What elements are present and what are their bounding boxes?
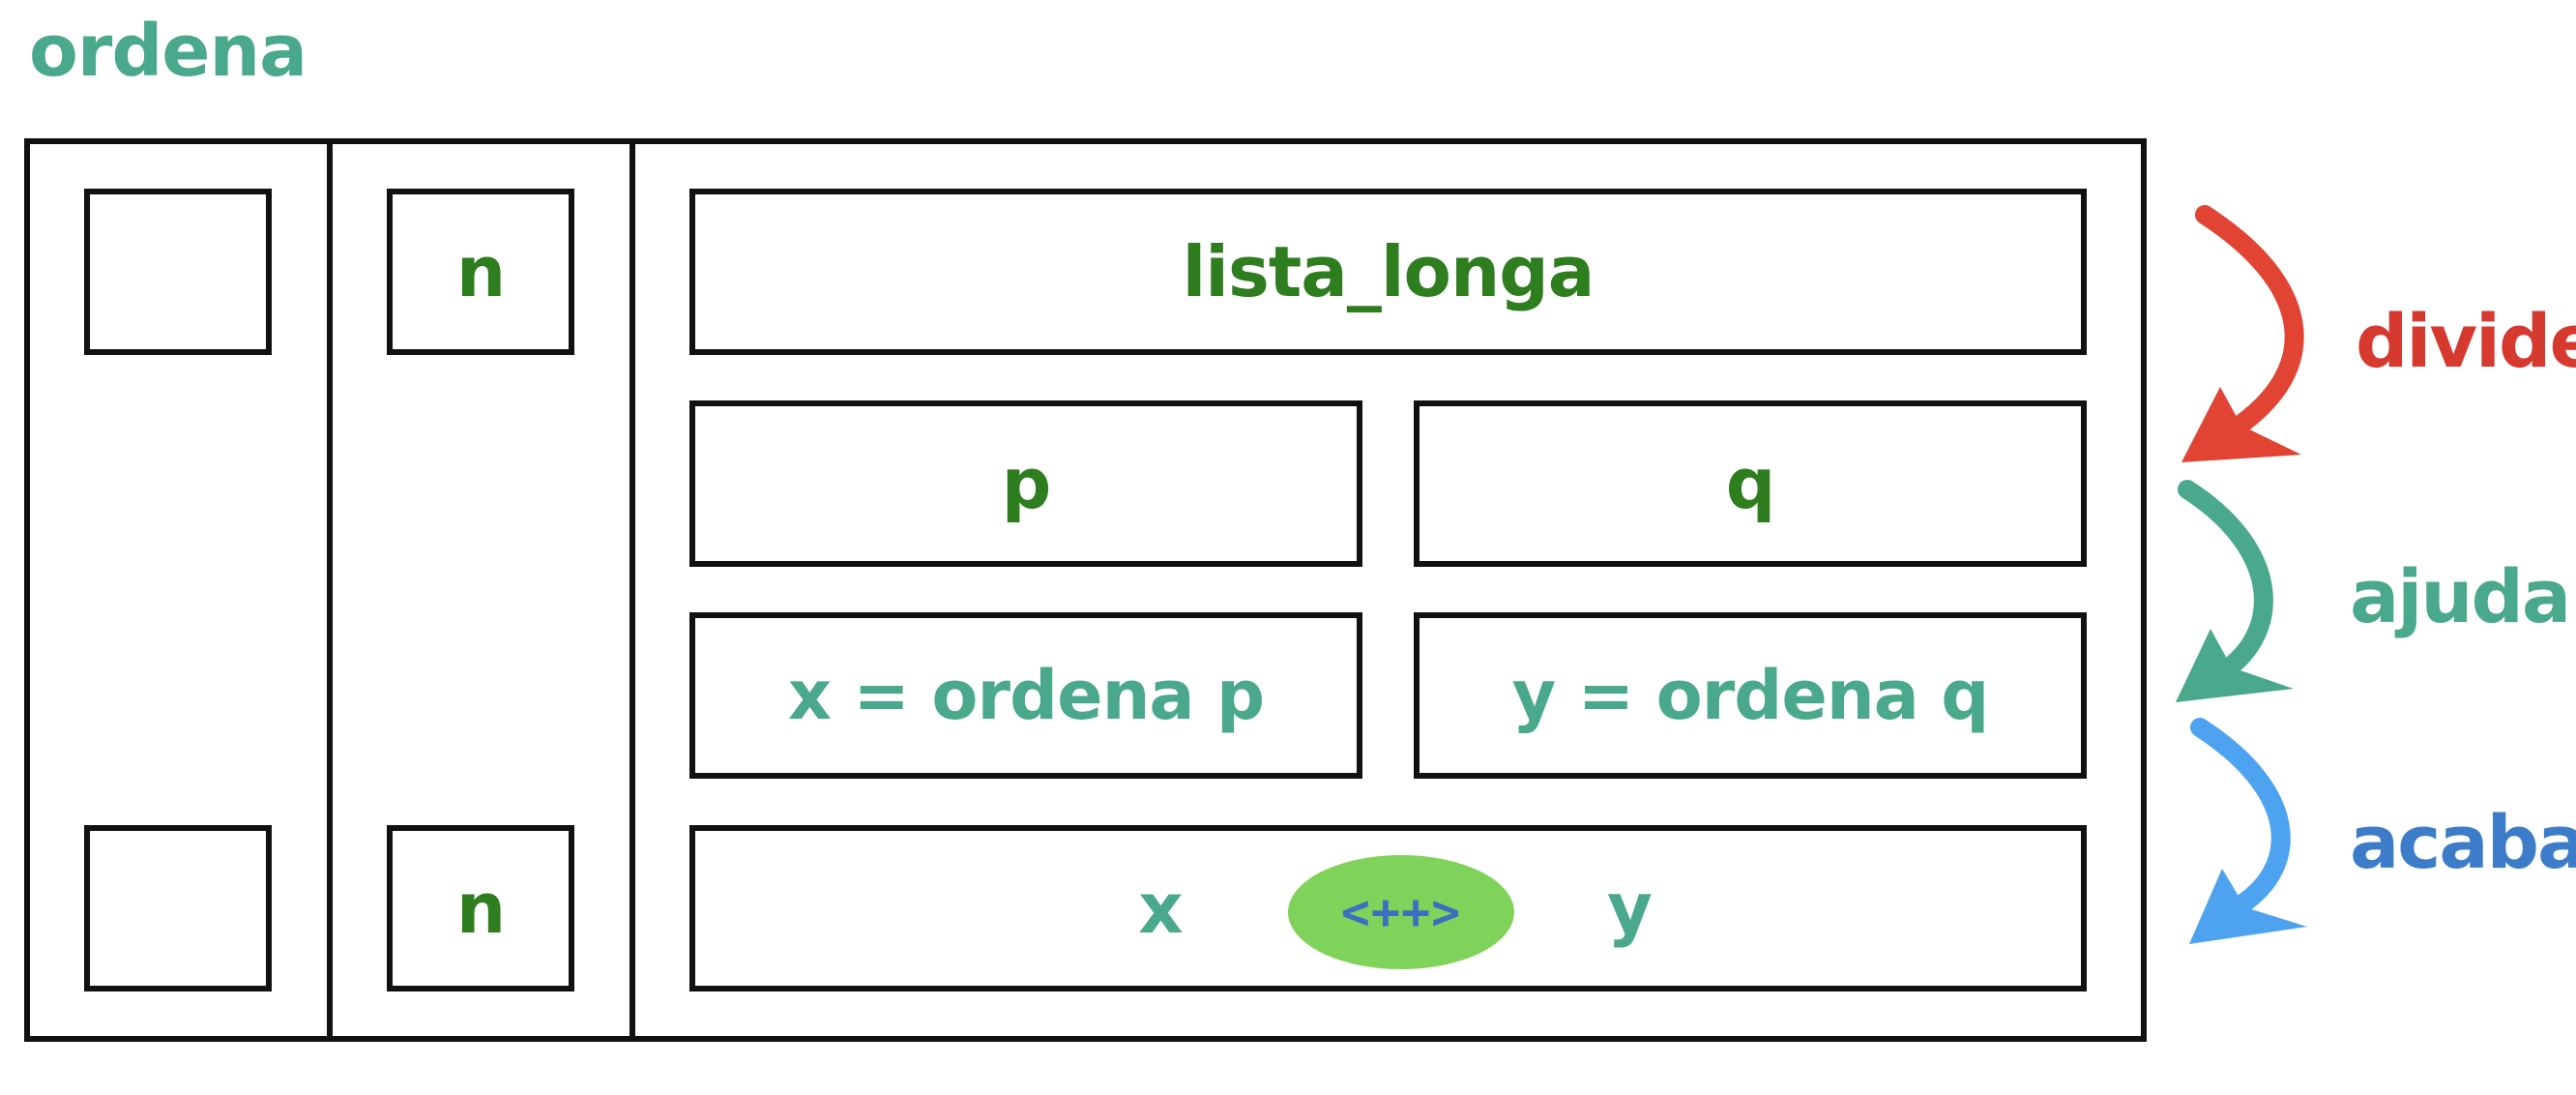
arrow-acaba: [2190, 718, 2291, 919]
outer-frame: [24, 138, 2147, 1042]
lista-longa-box: [689, 189, 2087, 355]
n-box-bottom: [387, 825, 574, 991]
y-label: y: [1607, 868, 1653, 949]
p-label: p: [1001, 443, 1052, 524]
y-ordena-box: [1414, 612, 2087, 779]
empty-box-bottom: [84, 825, 272, 991]
p-box: [689, 400, 1362, 567]
q-box: [1414, 400, 2087, 567]
diagram-title: ordena: [29, 10, 307, 93]
arrow-ajuda: [2178, 480, 2273, 687]
q-label: q: [1725, 443, 1776, 524]
combine-box: [689, 825, 2087, 991]
arrow-acaba-head: [2189, 869, 2307, 944]
arrow-ajuda-head: [2176, 629, 2294, 702]
step-label-divide: divide: [2356, 298, 2576, 384]
n-label-bottom: n: [455, 868, 506, 949]
step-label-ajuda: ajuda!: [2350, 553, 2576, 639]
n-box-top: [387, 189, 574, 355]
empty-box-top: [84, 189, 272, 355]
step-label-acaba: acaba: [2350, 799, 2576, 885]
combine-operator: <++>: [1288, 855, 1514, 969]
x-ordena-box: [689, 612, 1362, 779]
x-ordena-label: x = ordena p: [787, 656, 1265, 735]
arrow-divide-head: [2181, 387, 2301, 462]
n-label-top: n: [455, 231, 506, 312]
y-ordena-label: y = ordena q: [1511, 656, 1990, 735]
x-label: x: [1138, 868, 1183, 949]
arrow-divide: [2195, 205, 2304, 445]
lista-longa-label: lista_longa: [1182, 231, 1595, 312]
